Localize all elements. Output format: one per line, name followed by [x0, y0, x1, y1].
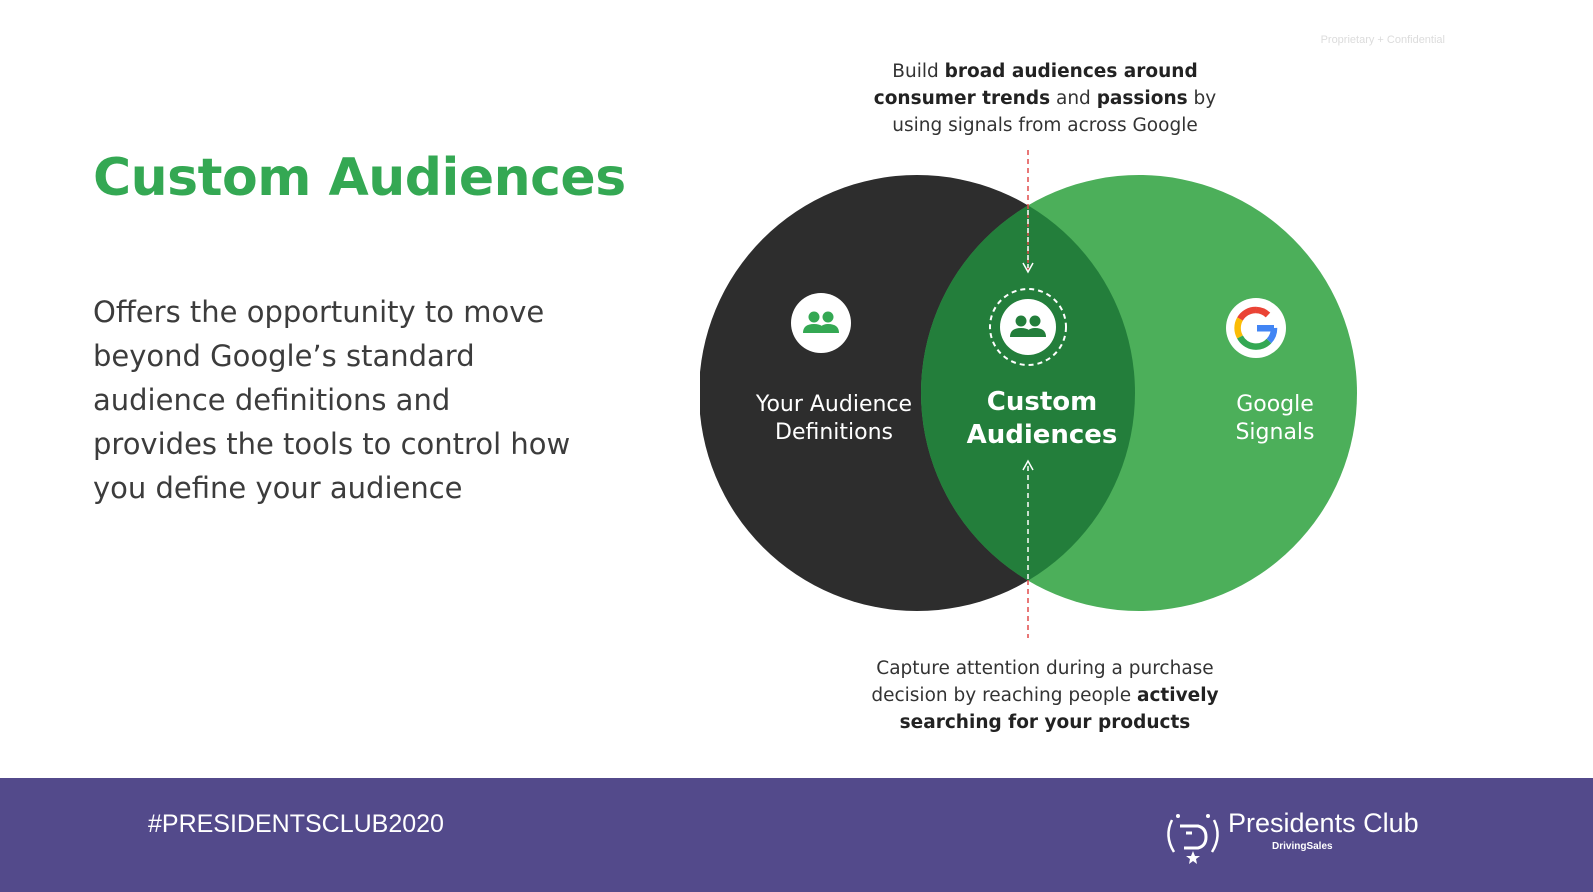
your-audience-definitions-label: Your Audience Definitions [755, 392, 913, 445]
presidents-club-logo: Presidents Club DrivingSales [1162, 806, 1422, 866]
slide: Proprietary + Confidential Custom Audien… [93, 34, 1445, 733]
google-signals-label: Google Signals [1235, 392, 1315, 445]
people-icon [791, 293, 851, 353]
intersection-lens [921, 175, 1135, 611]
slide-body-text: Offers the opportunity to move beyond Go… [93, 290, 613, 510]
body-line: you define your audience [93, 471, 463, 505]
bottom-caption: Capture attention during a purchase deci… [871, 658, 1219, 733]
google-g-icon [1226, 298, 1286, 358]
brand-subtitle: DrivingSales [1272, 841, 1333, 852]
custom-audiences-label: Custom Audiences [966, 387, 1118, 450]
top-caption: Build broad audiences around consumer tr… [873, 61, 1217, 136]
people-icon [989, 288, 1067, 366]
body-line: Offers the opportunity to move [93, 295, 545, 329]
body-line: beyond Google’s standard [93, 339, 475, 373]
brand-name: Presidents Club [1228, 808, 1419, 838]
footer-bar: #PRESIDENTSCLUB2020 Presidents Club Driv… [0, 778, 1593, 892]
up-arrow-icon [1022, 459, 1034, 471]
confidential-note: Proprietary + Confidential [1320, 34, 1445, 46]
hashtag: #PRESIDENTSCLUB2020 [148, 810, 444, 838]
down-arrow-icon [1022, 262, 1034, 274]
body-line: provides the tools to control how [93, 427, 571, 461]
venn-diagram [700, 150, 1357, 638]
body-line: audience definitions and [93, 383, 451, 417]
laurel-emblem-icon [1167, 814, 1219, 864]
slide-title: Custom Audiences [93, 148, 626, 208]
